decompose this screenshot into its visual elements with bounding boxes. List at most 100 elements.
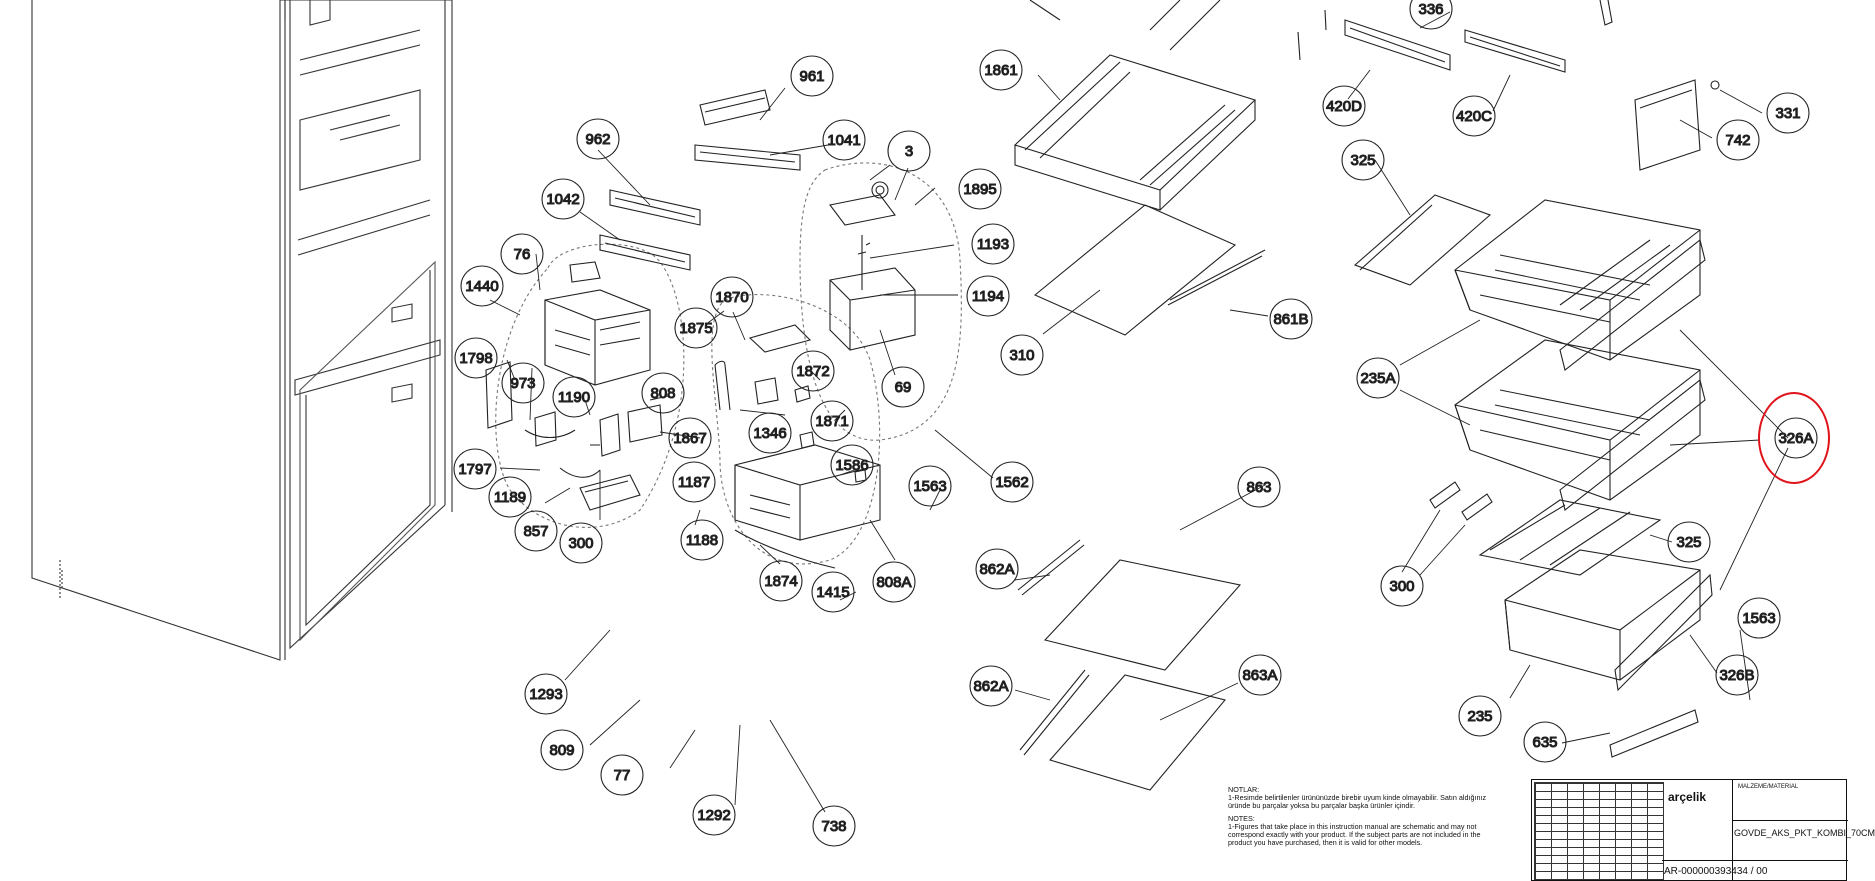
callout-420C-text: 420C xyxy=(1456,108,1492,125)
callout-1189-text: 1189 xyxy=(494,489,526,506)
callout-863-text: 863 xyxy=(1246,479,1271,496)
callout-420D-text: 420D xyxy=(1326,98,1362,115)
callout-861B: 861B xyxy=(1269,298,1313,340)
callout-235: 235 xyxy=(1458,695,1502,737)
callout-1874: 1874 xyxy=(759,560,803,602)
callout-738-text: 738 xyxy=(821,818,846,835)
callout-1193-text: 1193 xyxy=(977,236,1009,253)
callout-1293: 1293 xyxy=(524,673,568,715)
callout-808-text: 808 xyxy=(650,385,675,402)
callout-1187: 1187 xyxy=(672,461,716,503)
callout-420D: 420D xyxy=(1322,85,1366,127)
part-code: AR-000000393434 / 00 xyxy=(1664,866,1768,877)
callout-1042-text: 1042 xyxy=(546,191,579,208)
callout-809: 809 xyxy=(540,729,584,771)
callout-1042: 1042 xyxy=(541,178,585,220)
callout-1563a-text: 1563 xyxy=(913,478,946,495)
callout-738: 738 xyxy=(812,805,856,847)
callout-1870: 1870 xyxy=(710,276,754,318)
callout-861B-text: 861B xyxy=(1273,311,1308,328)
callout-1292: 1292 xyxy=(692,794,736,836)
callout-1861: 1861 xyxy=(979,49,1023,91)
title-block-divider xyxy=(1732,780,1733,880)
callout-1440-text: 1440 xyxy=(465,278,498,295)
callout-1871: 1871 xyxy=(810,400,854,442)
ice-maker-assembly xyxy=(485,243,685,528)
callout-961: 961 xyxy=(790,55,834,97)
notes-title-en: NOTES: xyxy=(1228,814,1255,823)
callout-76-text: 76 xyxy=(514,246,531,263)
notes-text-tr: 1-Resimde belirtilenler ürününüzde bireb… xyxy=(1228,793,1487,810)
callout-1346: 1346 xyxy=(748,412,792,454)
callout-1562: 1562 xyxy=(990,461,1034,503)
callout-1895-text: 1895 xyxy=(963,181,996,198)
callout-1563b: 1563 xyxy=(1737,597,1781,639)
callout-1563b-text: 1563 xyxy=(1742,610,1775,627)
callout-1194-text: 1194 xyxy=(972,288,1004,305)
callout-325a: 325 xyxy=(1341,139,1385,181)
callout-77-text: 77 xyxy=(614,767,631,784)
callout-808: 808 xyxy=(641,372,685,414)
callout-962: 962 xyxy=(576,118,620,160)
callout-1798: 1798 xyxy=(454,337,498,379)
callout-1875-text: 1875 xyxy=(679,320,712,337)
highlight-326A-marker xyxy=(1758,392,1830,484)
title-block-divider-h xyxy=(1732,820,1848,821)
callout-420C: 420C xyxy=(1452,95,1496,137)
callout-1187-text: 1187 xyxy=(678,474,710,491)
callout-1870-text: 1870 xyxy=(715,289,748,306)
callout-863A-text: 863A xyxy=(1242,667,1277,684)
callout-331-text: 331 xyxy=(1775,105,1800,122)
callout-69: 69 xyxy=(881,366,925,408)
callout-1861-text: 1861 xyxy=(984,62,1017,79)
callout-635-text: 635 xyxy=(1532,734,1557,751)
rails-top xyxy=(599,0,1720,271)
callout-325a-text: 325 xyxy=(1350,152,1375,169)
drawing-title-block: arçelik MALZEME/MATERIAL GOVDE_AKS_PKT_K… xyxy=(1531,779,1875,881)
callout-69-text: 69 xyxy=(895,379,912,396)
glass-shelves xyxy=(1013,0,1266,791)
material-label: MALZEME/MATERIAL xyxy=(1738,784,1799,790)
callout-1872-text: 1872 xyxy=(796,363,829,380)
callout-973-text: 973 xyxy=(510,375,535,392)
callout-962-text: 962 xyxy=(585,131,610,148)
callout-1867: 1867 xyxy=(668,417,712,459)
callout-1415: 1415 xyxy=(811,571,855,613)
callout-1586: 1586 xyxy=(830,444,874,486)
callout-1293-text: 1293 xyxy=(529,686,562,703)
callout-235A-text: 235A xyxy=(1360,370,1395,387)
callout-336: 336 xyxy=(1409,0,1453,30)
callout-862A-1: 862A xyxy=(975,548,1019,590)
callout-336-text: 336 xyxy=(1418,1,1443,18)
callout-1041-text: 1041 xyxy=(827,132,860,149)
callout-808A: 808A xyxy=(872,561,916,603)
callout-1194: 1194 xyxy=(966,275,1010,317)
notes-text-en: 1-Figures that take place in this instru… xyxy=(1228,822,1481,847)
callout-1193: 1193 xyxy=(971,223,1015,265)
callout-300a-text: 300 xyxy=(568,535,593,552)
callout-326B: 326B xyxy=(1715,654,1759,696)
callout-742: 742 xyxy=(1716,119,1760,161)
callout-331: 331 xyxy=(1766,92,1810,134)
callout-300b-text: 300 xyxy=(1389,578,1414,595)
callout-1562-text: 1562 xyxy=(995,474,1028,491)
callout-300a: 300 xyxy=(559,522,603,564)
callout-857-text: 857 xyxy=(523,523,548,540)
callout-235-text: 235 xyxy=(1467,708,1492,725)
callout-76: 76 xyxy=(500,233,544,275)
callout-300b: 300 xyxy=(1380,565,1424,607)
freezer-baskets xyxy=(1353,194,1713,758)
callout-325b: 325 xyxy=(1667,521,1711,563)
callout-1415-text: 1415 xyxy=(816,584,849,601)
callout-1346-text: 1346 xyxy=(753,425,786,442)
title-block-divider-h2 xyxy=(1662,860,1848,861)
notes-block: NOTLAR: 1-Resimde belirtilenler ürününüz… xyxy=(1228,786,1498,852)
part-name: GOVDE_AKS_PKT_KOMBI_70CM xyxy=(1734,828,1875,838)
callout-1798-text: 1798 xyxy=(459,350,492,367)
callout-863A: 863A xyxy=(1238,654,1282,696)
callout-1874-text: 1874 xyxy=(764,573,797,590)
callout-808A-text: 808A xyxy=(876,574,911,591)
callout-961-text: 961 xyxy=(799,68,824,85)
water-tank-group xyxy=(799,162,962,441)
